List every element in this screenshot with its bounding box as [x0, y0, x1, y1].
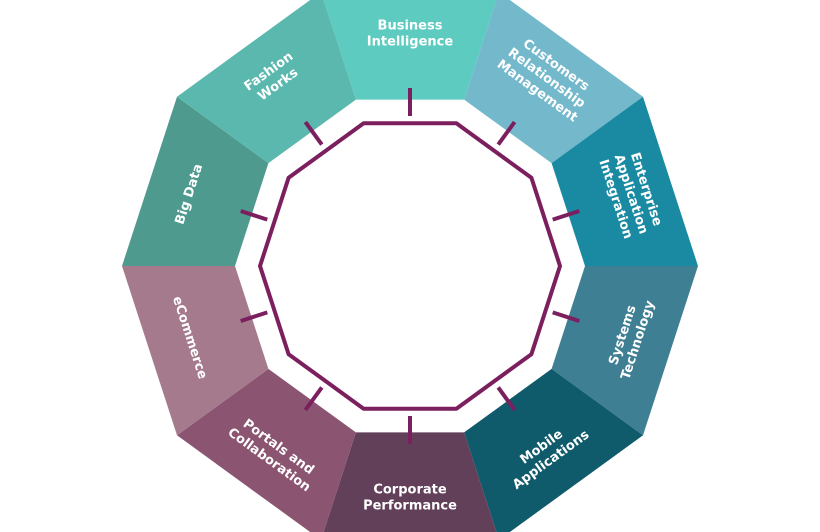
segment-1	[323, 0, 497, 100]
ring-tick-7	[303, 386, 324, 412]
segment-label: Business	[378, 19, 443, 34]
ring-tick-9	[240, 209, 268, 222]
segment-2	[464, 0, 643, 164]
ring-tick-4	[552, 310, 580, 323]
segment-label: Performance	[363, 499, 457, 514]
segment-3	[551, 96, 698, 266]
segment-9	[122, 96, 269, 266]
ring-tick-3	[552, 209, 580, 222]
ring-tick-10	[303, 120, 324, 146]
ring-tick-2	[496, 120, 517, 146]
ring-outline	[258, 121, 562, 411]
ring-tick-8	[240, 310, 268, 323]
segments-layer	[122, 0, 698, 532]
segment-10	[177, 0, 356, 164]
segment-4	[551, 266, 698, 436]
segment-8	[122, 266, 269, 436]
ring-tick-5	[496, 386, 517, 412]
inner-ring	[240, 88, 580, 444]
segment-label: Corporate	[373, 483, 447, 498]
segment-5	[464, 368, 643, 532]
segment-7	[177, 368, 356, 532]
segment-label: Intelligence	[367, 35, 454, 50]
segment-6	[323, 432, 497, 532]
